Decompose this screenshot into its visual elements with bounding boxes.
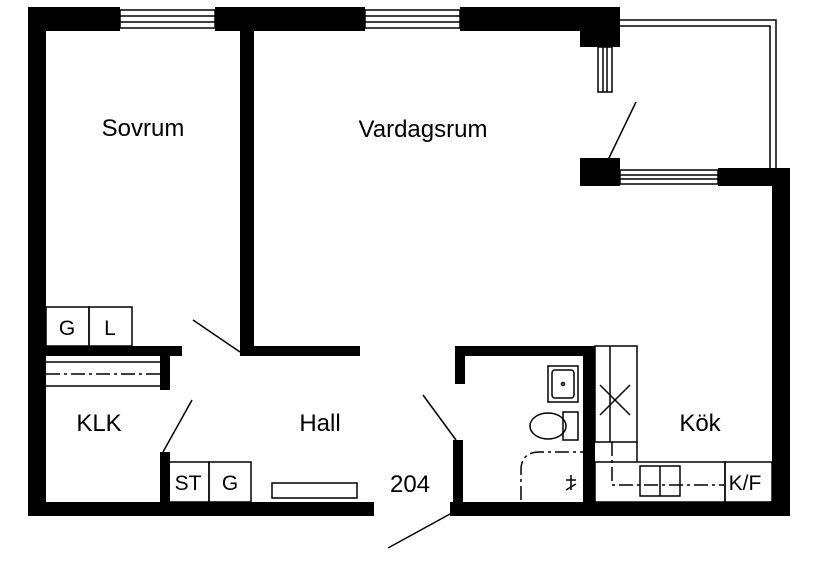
hall-shelf xyxy=(271,482,358,499)
wardrobe-g-hall xyxy=(208,461,252,503)
room-label-vardagsrum: Vardagsrum xyxy=(359,116,488,143)
door-entrance xyxy=(387,513,451,549)
door-sovrum xyxy=(192,319,241,353)
windows xyxy=(119,9,719,185)
toilet-icon xyxy=(529,411,579,441)
balcony xyxy=(620,19,777,168)
fridge-freezer xyxy=(724,461,773,503)
kitchen-fixtures xyxy=(594,345,773,503)
doors xyxy=(162,101,637,549)
fixture-label-st: ST xyxy=(175,472,202,495)
storage xyxy=(45,306,358,503)
shower-icon xyxy=(520,451,583,500)
door-bathroom xyxy=(422,394,457,441)
labels: Sovrum Vardagsrum KLK Hall Kök G L ST G … xyxy=(59,115,762,498)
window-sovrum xyxy=(119,9,216,29)
window-vardagsrum xyxy=(364,9,461,29)
fixture-label-l: L xyxy=(104,317,116,340)
kitchen-counter-upper xyxy=(594,345,638,443)
room-label-hall: Hall xyxy=(299,410,340,437)
klk-shelf xyxy=(46,361,160,387)
fixture-label-kf: K/F xyxy=(729,472,762,495)
bathroom-fixtures xyxy=(520,365,583,500)
walls xyxy=(28,7,790,516)
apartment-number: 204 xyxy=(390,471,430,498)
room-label-kok: Kök xyxy=(679,410,721,437)
room-label-sovrum: Sovrum xyxy=(102,115,185,142)
window-kok xyxy=(619,169,719,185)
room-label-klk: KLK xyxy=(76,410,121,437)
fixture-label-g-sovrum: G xyxy=(59,317,75,340)
window-balcony-side xyxy=(597,46,613,93)
wardrobe-l xyxy=(88,306,133,347)
door-klk xyxy=(162,399,193,453)
fixture-label-g-hall: G xyxy=(222,472,238,495)
door-balcony xyxy=(607,101,637,161)
sink-icon xyxy=(547,365,579,403)
